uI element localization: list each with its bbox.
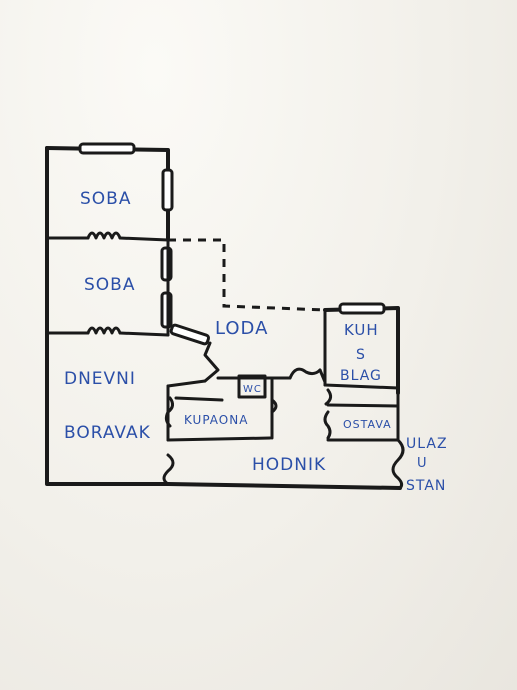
room-label-wc: WC	[243, 384, 262, 395]
interior-walls	[45, 231, 405, 490]
wc-box	[237, 374, 267, 399]
room-label-loda: LODA	[215, 318, 268, 339]
entrance-label-stan: STAN	[406, 478, 446, 494]
room-label-boravak: BORAVAK	[64, 423, 151, 443]
entrance-label-ulaz: ULAZ	[406, 436, 448, 452]
room-label-hodnik: HODNIK	[252, 455, 326, 475]
window-right-soba	[161, 168, 174, 212]
room-label-kuh: KUH	[344, 321, 379, 339]
windows	[78, 142, 386, 346]
room-label-ostava: OSTAVA	[343, 418, 392, 431]
dashed-outline	[168, 238, 326, 312]
room-label-kuh-s: S	[356, 347, 366, 363]
window-top	[78, 142, 136, 155]
entrance-label-u: U	[417, 456, 428, 471]
room-label-dnevni: DNEVNI	[64, 369, 136, 389]
door-loda	[169, 323, 211, 346]
room-label-soba-1: SOBA	[80, 189, 131, 209]
window-kuhinja	[338, 302, 386, 315]
room-label-blag: BLAG	[340, 368, 382, 384]
room-label-kupaona: KUPAONA	[184, 413, 248, 427]
room-label-soba-2: SOBA	[84, 275, 135, 295]
